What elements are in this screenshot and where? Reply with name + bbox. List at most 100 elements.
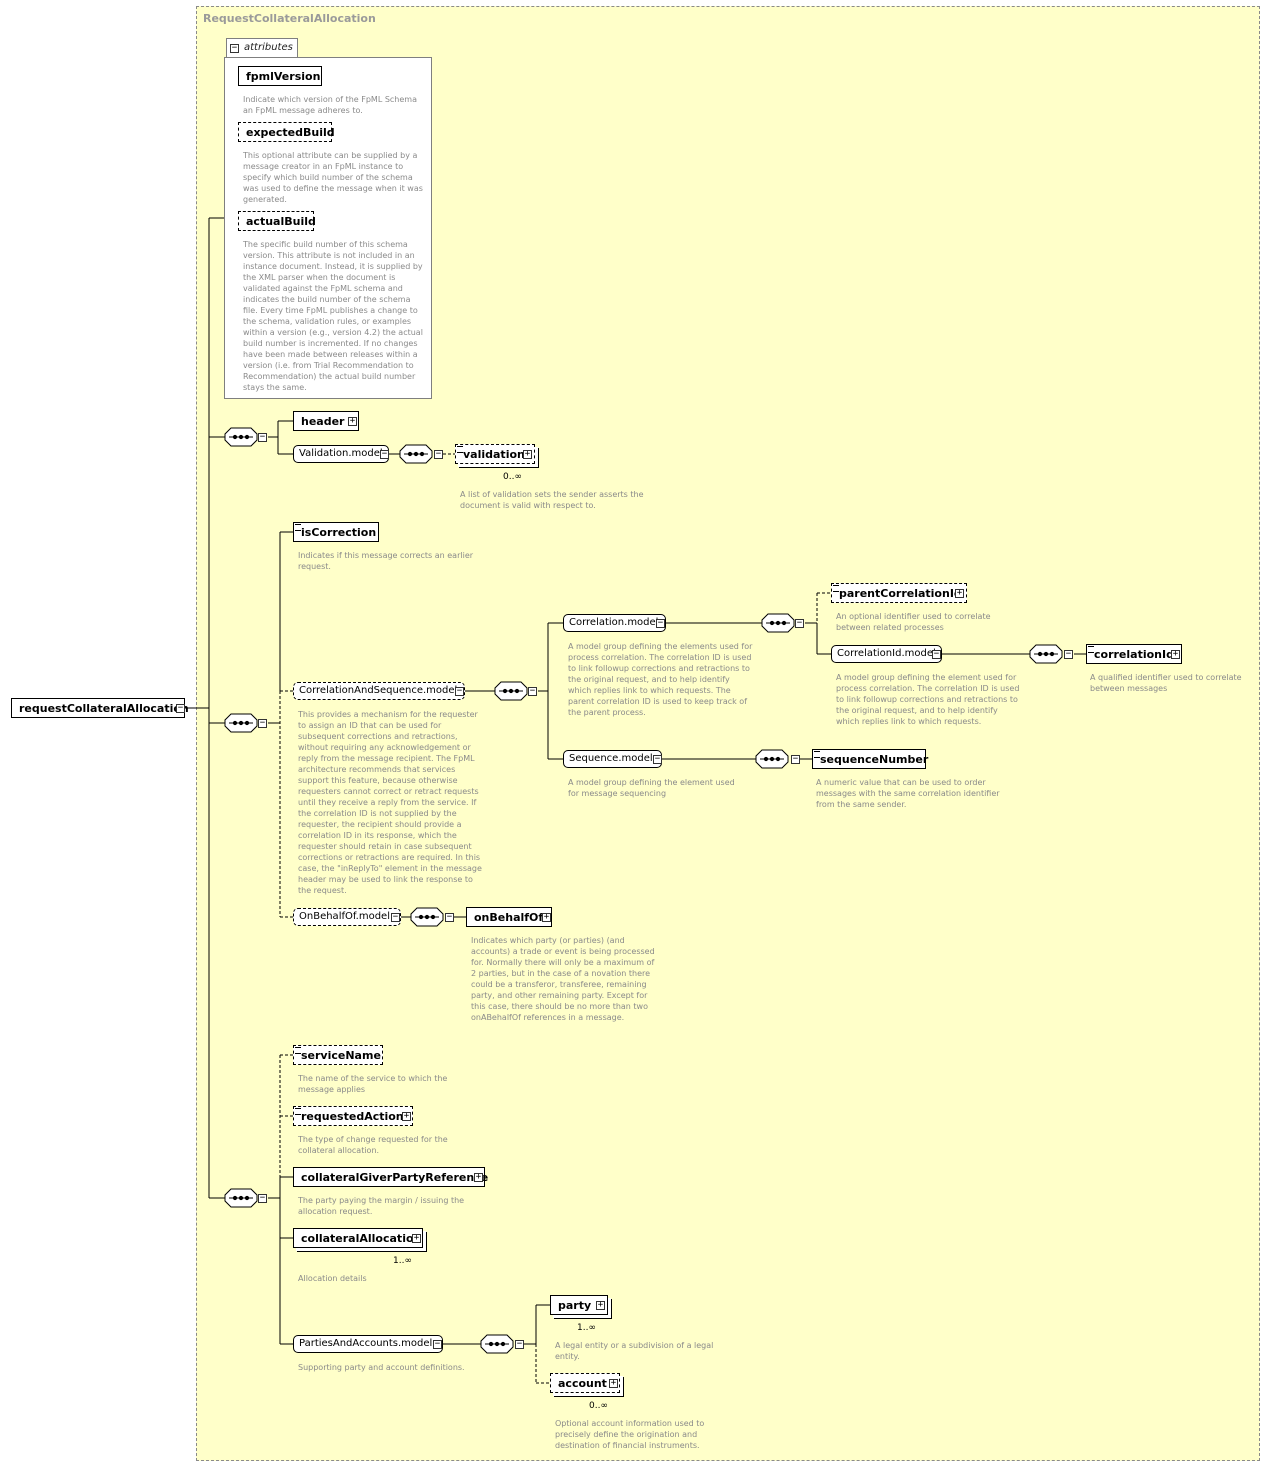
element-requestedaction[interactable]: requestedAction bbox=[293, 1106, 413, 1126]
element-name: collateralAllocation bbox=[301, 1232, 422, 1245]
element-account[interactable]: account bbox=[550, 1373, 620, 1393]
sequence-model-desc: A model group defining the element used … bbox=[568, 778, 735, 798]
group-name: CorrelationId.model bbox=[837, 648, 936, 659]
group-correlation-model[interactable]: Correlation.model bbox=[563, 614, 666, 632]
group-correlation-and-sequence-model[interactable]: CorrelationAndSequence.model bbox=[293, 682, 465, 700]
simple-content-icon bbox=[814, 751, 820, 758]
element-name: correlationId bbox=[1094, 648, 1174, 661]
simple-content-icon bbox=[1088, 646, 1094, 653]
element-name: sequenceNumber bbox=[820, 753, 929, 766]
attribute-actualbuild[interactable]: actualBuild bbox=[238, 211, 316, 231]
collateralallocation-expand-toggle[interactable]: + bbox=[412, 1233, 421, 1243]
pa-model-desc: Supporting party and account definitions… bbox=[298, 1363, 465, 1372]
attribute-name: fpmlVersion bbox=[246, 70, 321, 83]
element-sequencenumber[interactable]: sequenceNumber bbox=[812, 749, 929, 769]
seq-collapse-toggle[interactable]: − bbox=[434, 449, 443, 459]
party-multiplicity: 1..∞ bbox=[577, 1323, 596, 1333]
party-expand-toggle[interactable]: + bbox=[596, 1300, 605, 1310]
seq-collapse-toggle[interactable]: − bbox=[795, 618, 804, 628]
collateralallocation-desc: Allocation details bbox=[298, 1274, 367, 1283]
attributes-tab-label: attributes bbox=[244, 42, 293, 53]
validation-expand-toggle[interactable]: + bbox=[523, 449, 532, 459]
element-servicename[interactable]: serviceName bbox=[293, 1045, 383, 1065]
element-name: isCorrection bbox=[301, 526, 377, 539]
requestedaction-expand-toggle[interactable]: + bbox=[402, 1111, 411, 1121]
attributes-tab[interactable]: − attributes bbox=[226, 38, 298, 58]
element-name: serviceName bbox=[301, 1049, 381, 1062]
correlationid-model-collapse-toggle[interactable]: − bbox=[932, 649, 941, 659]
collateralallocation-multiplicity: 1..∞ bbox=[393, 1256, 412, 1266]
element-name: onBehalfOf bbox=[474, 911, 544, 924]
group-onbehalfof-model[interactable]: OnBehalfOf.model bbox=[293, 908, 401, 926]
attribute-expectedbuild[interactable]: expectedBuild bbox=[238, 122, 335, 142]
simple-content-icon bbox=[295, 524, 301, 531]
correlationid-expand-toggle[interactable]: + bbox=[1171, 649, 1180, 659]
group-parties-and-accounts-model[interactable]: PartiesAndAccounts.model bbox=[293, 1335, 443, 1353]
cas-model-collapse-toggle[interactable]: − bbox=[455, 686, 464, 696]
attribute-name: expectedBuild bbox=[246, 126, 335, 139]
onbehalfof-expand-toggle[interactable]: + bbox=[542, 912, 551, 922]
header-expand-toggle[interactable]: + bbox=[348, 416, 357, 426]
iscorrection-desc: Indicates if this message corrects an ea… bbox=[298, 551, 474, 571]
group-name: PartiesAndAccounts.model bbox=[299, 1338, 433, 1349]
correlation-model-collapse-toggle[interactable]: − bbox=[656, 618, 665, 628]
group-correlationid-model[interactable]: CorrelationId.model bbox=[831, 645, 942, 663]
element-name: party bbox=[558, 1299, 592, 1312]
seq-collapse-toggle[interactable]: − bbox=[791, 754, 800, 764]
validation-model-collapse-toggle[interactable]: − bbox=[380, 449, 389, 459]
requestedaction-desc: The type of change requested for the col… bbox=[298, 1135, 448, 1155]
parentcorrelationid-expand-toggle[interactable]: + bbox=[955, 588, 964, 598]
element-name: requestedAction bbox=[301, 1110, 404, 1123]
cas-model-desc: This provides a mechanism for the reques… bbox=[298, 710, 482, 895]
element-name: header bbox=[301, 415, 345, 428]
element-onbehalfof[interactable]: onBehalfOf bbox=[466, 907, 552, 927]
attribute-actualbuild-desc: The specific build number of this schema… bbox=[243, 240, 423, 392]
complex-type-title: RequestCollateralAllocation bbox=[203, 12, 376, 25]
attribute-fpmlversion[interactable]: fpmlVersion bbox=[238, 66, 322, 86]
collateralgiverpartyreference-expand-toggle[interactable]: + bbox=[474, 1172, 483, 1182]
element-correlationid[interactable]: correlationId bbox=[1086, 644, 1182, 664]
seq-collapse-toggle[interactable]: − bbox=[445, 912, 454, 922]
group-validation-model[interactable]: Validation.model bbox=[293, 445, 389, 463]
sequence-model-collapse-toggle[interactable]: − bbox=[653, 754, 662, 764]
seq-collapse-toggle[interactable]: − bbox=[515, 1339, 524, 1349]
seq-collapse-toggle[interactable]: − bbox=[258, 1193, 267, 1203]
group-name: Correlation.model bbox=[569, 617, 659, 628]
account-multiplicity: 0..∞ bbox=[589, 1401, 608, 1411]
element-parentcorrelationid[interactable]: parentCorrelationId bbox=[831, 583, 967, 603]
group-sequence-model[interactable]: Sequence.model bbox=[563, 750, 662, 768]
group-name: OnBehalfOf.model bbox=[299, 911, 390, 922]
element-name: parentCorrelationId bbox=[839, 587, 962, 600]
group-name: CorrelationAndSequence.model bbox=[299, 685, 458, 696]
seq-collapse-toggle[interactable]: − bbox=[528, 686, 537, 696]
element-name: account bbox=[558, 1377, 607, 1390]
onbehalfof-model-collapse-toggle[interactable]: − bbox=[391, 912, 400, 922]
seq-collapse-toggle[interactable]: − bbox=[1064, 649, 1073, 659]
element-collateralgiverpartyreference[interactable]: collateralGiverPartyReference bbox=[293, 1167, 489, 1187]
group-name: Sequence.model bbox=[569, 753, 653, 764]
root-element-label: requestCollateralAllocation bbox=[19, 702, 189, 715]
seq-collapse-toggle[interactable]: − bbox=[258, 432, 267, 442]
servicename-desc: The name of the service to which the mes… bbox=[298, 1074, 448, 1094]
attributes-collapse-toggle[interactable]: − bbox=[230, 43, 239, 53]
correlationid-model-desc: A model group defining the element used … bbox=[836, 673, 1020, 726]
account-expand-toggle[interactable]: + bbox=[609, 1378, 618, 1388]
root-element[interactable]: requestCollateralAllocation bbox=[11, 698, 189, 718]
simple-content-icon bbox=[295, 1108, 301, 1115]
simple-content-icon bbox=[457, 446, 463, 453]
element-header[interactable]: header bbox=[293, 411, 359, 431]
simple-content-icon bbox=[295, 1047, 301, 1054]
attribute-name: actualBuild bbox=[246, 215, 316, 228]
attribute-expectedbuild-desc: This optional attribute can be supplied … bbox=[243, 151, 423, 204]
element-name: collateralGiverPartyReference bbox=[301, 1171, 489, 1184]
root-collapse-toggle[interactable]: − bbox=[176, 703, 185, 713]
pa-model-collapse-toggle[interactable]: − bbox=[433, 1339, 442, 1349]
sequencenumber-desc: A numeric value that can be used to orde… bbox=[816, 778, 1000, 809]
element-collateralallocation[interactable]: collateralAllocation bbox=[293, 1228, 423, 1248]
element-validation[interactable]: validation bbox=[455, 444, 535, 464]
element-party[interactable]: party bbox=[550, 1295, 608, 1315]
account-desc: Optional account information used to pre… bbox=[555, 1419, 705, 1450]
element-iscorrection[interactable]: isCorrection bbox=[293, 522, 379, 542]
seq-collapse-toggle[interactable]: − bbox=[258, 718, 267, 728]
